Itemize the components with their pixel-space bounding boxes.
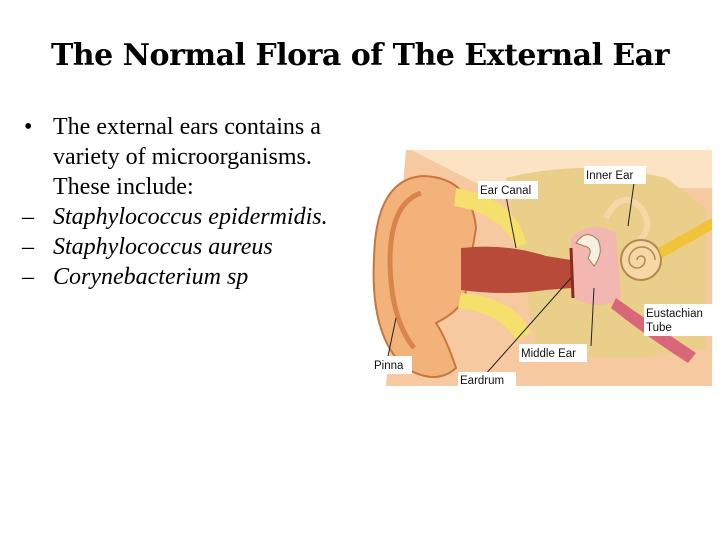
- pinna-label: Pinna: [374, 360, 404, 372]
- ear-anatomy-diagram: Inner Ear Ear Canal Eustachian Tube Midd…: [372, 150, 712, 388]
- sub-item-staph-aureus: – Staphylococcus aureus: [22, 232, 362, 262]
- cartilage-lower: [458, 293, 531, 340]
- dash-marker: –: [22, 204, 34, 230]
- auditory-nerve: [658, 218, 712, 258]
- eardrum-label: Eardrum: [460, 375, 504, 387]
- inner-ear-label-bg: [584, 166, 646, 184]
- ear-canal-label-bg: [478, 181, 538, 199]
- inner-ear-label: Inner Ear: [586, 170, 633, 182]
- bullet-item: • The external ears contains a variety o…: [22, 112, 362, 202]
- sub-item-text: Staphylococcus aureus: [53, 234, 273, 260]
- sub-item-corynebacterium: – Corynebacterium sp: [22, 262, 362, 292]
- eustachian-label-bg: [644, 304, 712, 336]
- leader-eardrum: [483, 277, 572, 377]
- ossicles: [575, 234, 601, 267]
- sub-item-text: Staphylococcus epidermidis.: [53, 204, 328, 230]
- eardrum-membrane: [569, 247, 575, 299]
- bullet-text: The external ears contains a variety of …: [53, 114, 321, 200]
- sub-item-text: Corynebacterium sp: [53, 264, 249, 290]
- middle-ear-label: Middle Ear: [521, 348, 576, 360]
- eardrum-label-bg: [458, 372, 516, 388]
- ear-canal-label: Ear Canal: [480, 185, 531, 197]
- sub-item-staph-epidermidis: – Staphylococcus epidermidis.: [22, 202, 362, 232]
- pinna-label-bg: [372, 356, 412, 374]
- leader-ear-canal: [505, 195, 517, 249]
- eustachian-label-line2: Tube: [646, 322, 672, 334]
- slide-body: • The external ears contains a variety o…: [22, 112, 362, 292]
- eustachian-label-line1: Eustachian: [646, 308, 703, 320]
- dash-marker: –: [22, 264, 34, 290]
- cochlea-spiral: [628, 246, 656, 269]
- leader-inner-ear: [627, 182, 635, 227]
- cartilage-upper: [454, 188, 526, 248]
- bullet-marker: •: [24, 114, 33, 140]
- leader-pinna: [387, 317, 397, 357]
- slide-title: The Normal Flora of The External Ear: [50, 38, 670, 73]
- ear-canal-shape: [461, 246, 571, 293]
- leader-middle-ear: [590, 287, 595, 347]
- pinna-fold: [387, 190, 422, 350]
- middle-ear-label-bg: [519, 344, 587, 362]
- semicircular-canals: [603, 197, 651, 246]
- dash-marker: –: [22, 234, 34, 260]
